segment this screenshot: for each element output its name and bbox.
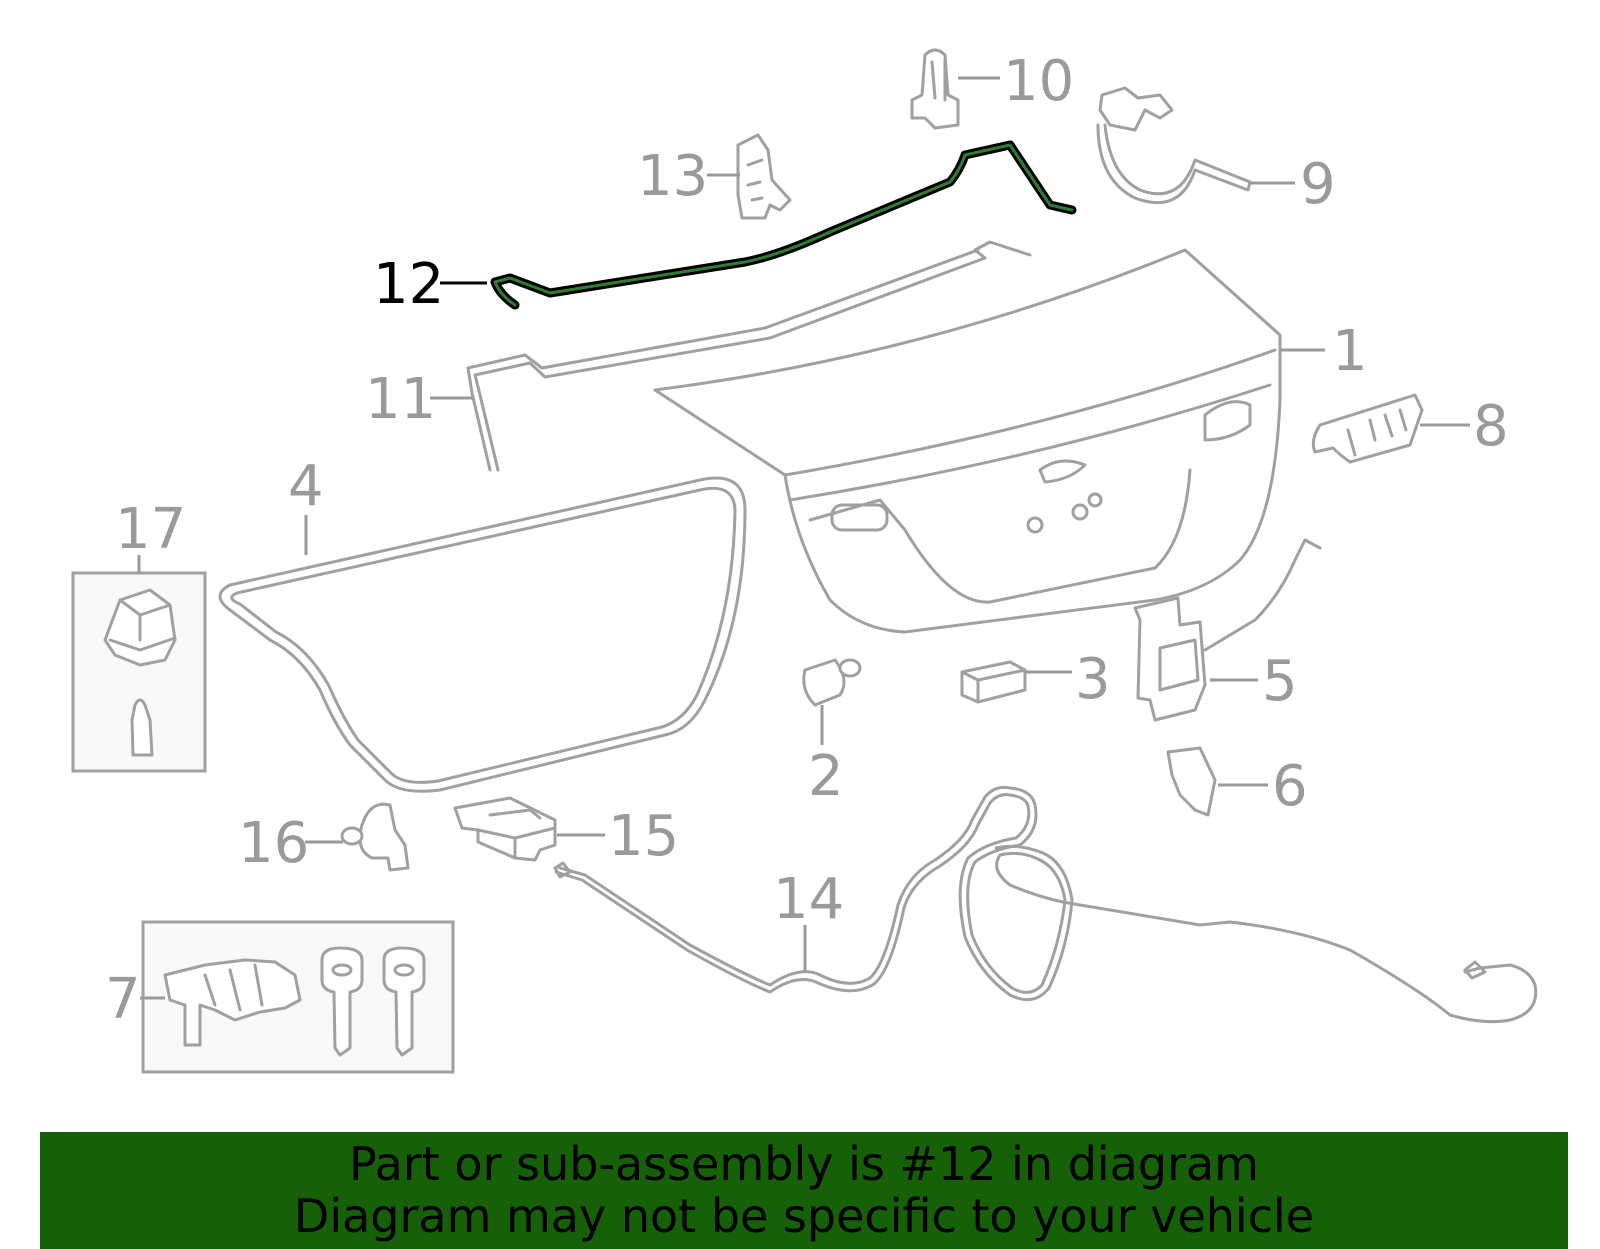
part-15-switch[interactable] (453, 796, 557, 862)
part-10-clip[interactable] (910, 48, 960, 130)
callout-1[interactable]: 1 (1332, 319, 1368, 384)
callout-3[interactable]: 3 (1075, 647, 1111, 712)
callout-14[interactable]: 14 (773, 867, 844, 932)
notice-banner: Part or sub-assembly is #12 in diagram D… (40, 1132, 1568, 1249)
part-5-latch[interactable] (1133, 538, 1322, 722)
part-2-bumper-stopper[interactable] (802, 658, 862, 707)
callout-6[interactable]: 6 (1272, 754, 1308, 819)
part-6-cover[interactable] (1166, 746, 1217, 817)
part-13-bracket[interactable] (736, 133, 792, 220)
callout-12[interactable]: 12 (373, 252, 444, 317)
callout-labels: 1 2 3 4 5 6 7 8 9 10 11 12 13 14 15 16 1… (105, 49, 1509, 1032)
part-12-torsion-bar-highlighted[interactable] (490, 140, 1077, 310)
callout-16[interactable]: 16 (238, 811, 309, 876)
callout-9[interactable]: 9 (1300, 152, 1336, 217)
callout-13[interactable]: 13 (637, 144, 708, 209)
part-17-bulb-kit[interactable] (71, 571, 207, 773)
callout-4[interactable]: 4 (288, 454, 324, 519)
part-4-weatherstrip[interactable] (218, 476, 747, 793)
part-11-torsion-bar[interactable] (466, 240, 1032, 472)
part-16-light-socket[interactable] (340, 802, 410, 872)
callout-8[interactable]: 8 (1473, 394, 1509, 459)
callout-11[interactable]: 11 (365, 367, 436, 432)
callout-10[interactable]: 10 (1003, 49, 1074, 114)
callout-7[interactable]: 7 (105, 967, 141, 1032)
callout-2[interactable]: 2 (808, 744, 844, 809)
part-3-pad[interactable] (960, 660, 1027, 704)
part-1-trunk-lid[interactable] (653, 248, 1282, 634)
part-7-lock-cylinder-kit[interactable] (141, 920, 455, 1074)
banner-line-part-number: Part or sub-assembly is #12 in diagram (349, 1137, 1259, 1191)
part-9-hinge[interactable] (1096, 86, 1252, 205)
part-14-release-cable[interactable] (553, 785, 1538, 1024)
banner-line-disclaimer: Diagram may not be specific to your vehi… (293, 1189, 1315, 1243)
callout-17[interactable]: 17 (115, 497, 186, 562)
callout-5[interactable]: 5 (1262, 649, 1298, 714)
leader-lines (137, 76, 1470, 1000)
callout-15[interactable]: 15 (608, 804, 679, 869)
part-8-handle[interactable] (1311, 393, 1424, 464)
